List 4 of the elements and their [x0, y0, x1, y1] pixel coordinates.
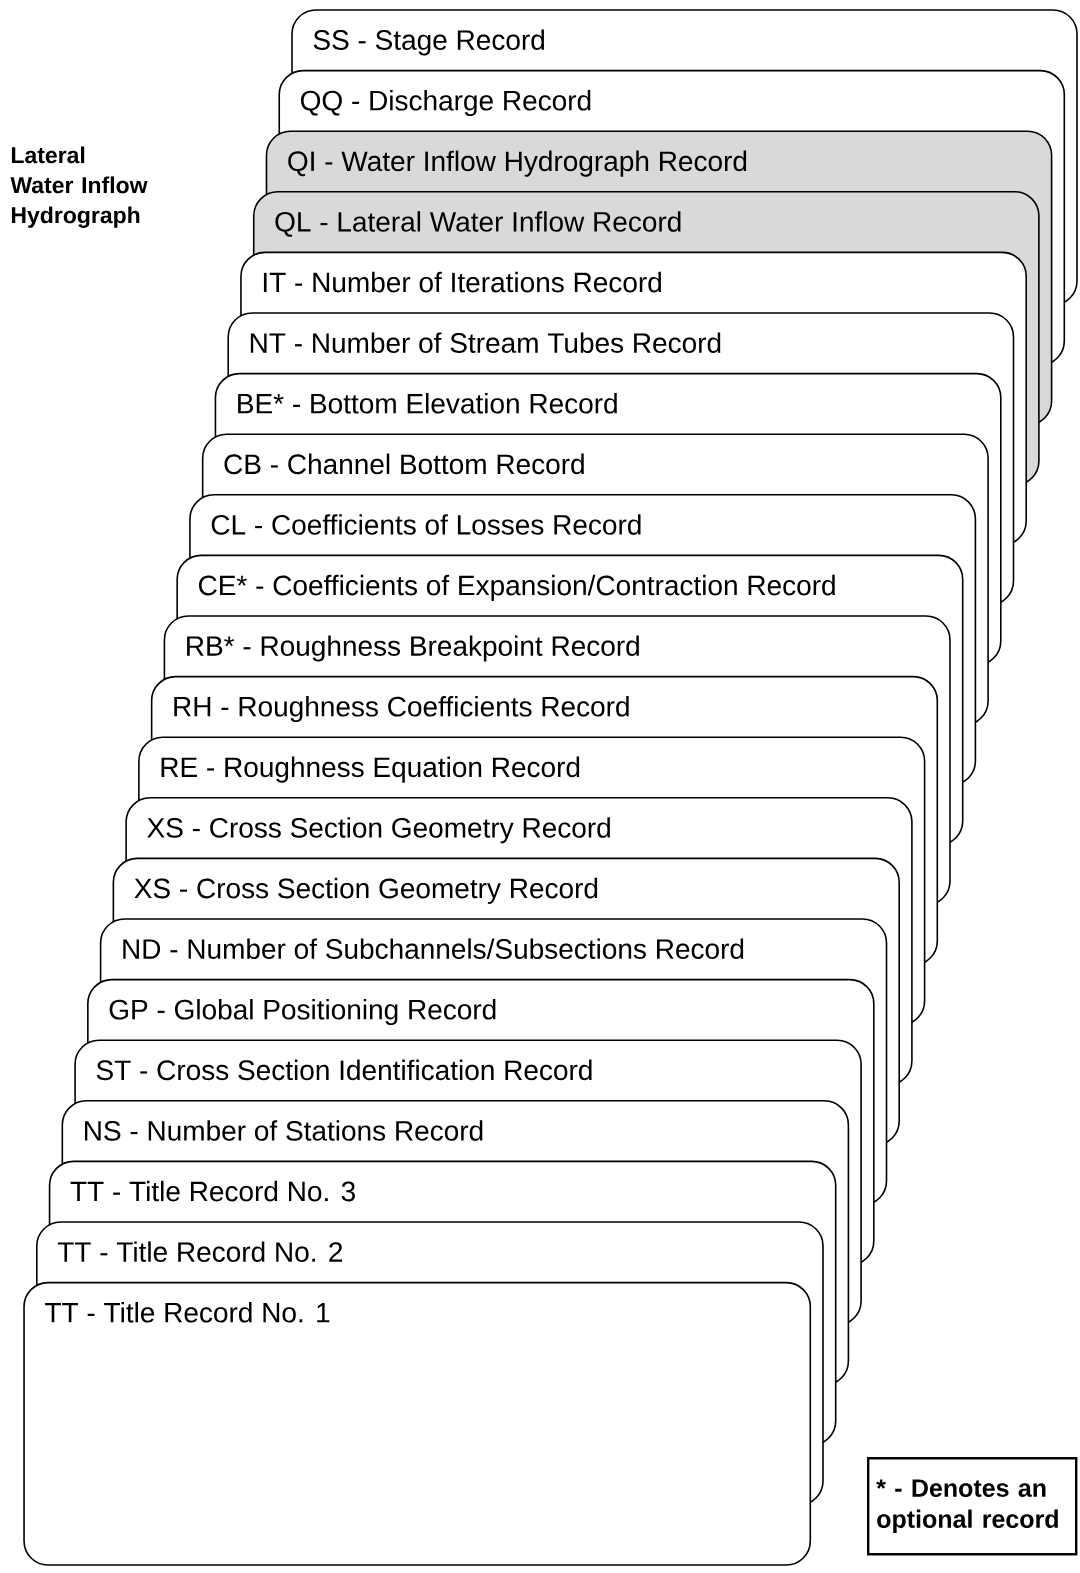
note-box: * - Denotes an optional record: [867, 1457, 1078, 1556]
side-label: Lateral Water Inflow Hydrograph: [10, 146, 148, 228]
node-label: QQ - Discharge Record: [300, 90, 591, 117]
record-card: TT - Title Record No. 1: [23, 1281, 812, 1566]
